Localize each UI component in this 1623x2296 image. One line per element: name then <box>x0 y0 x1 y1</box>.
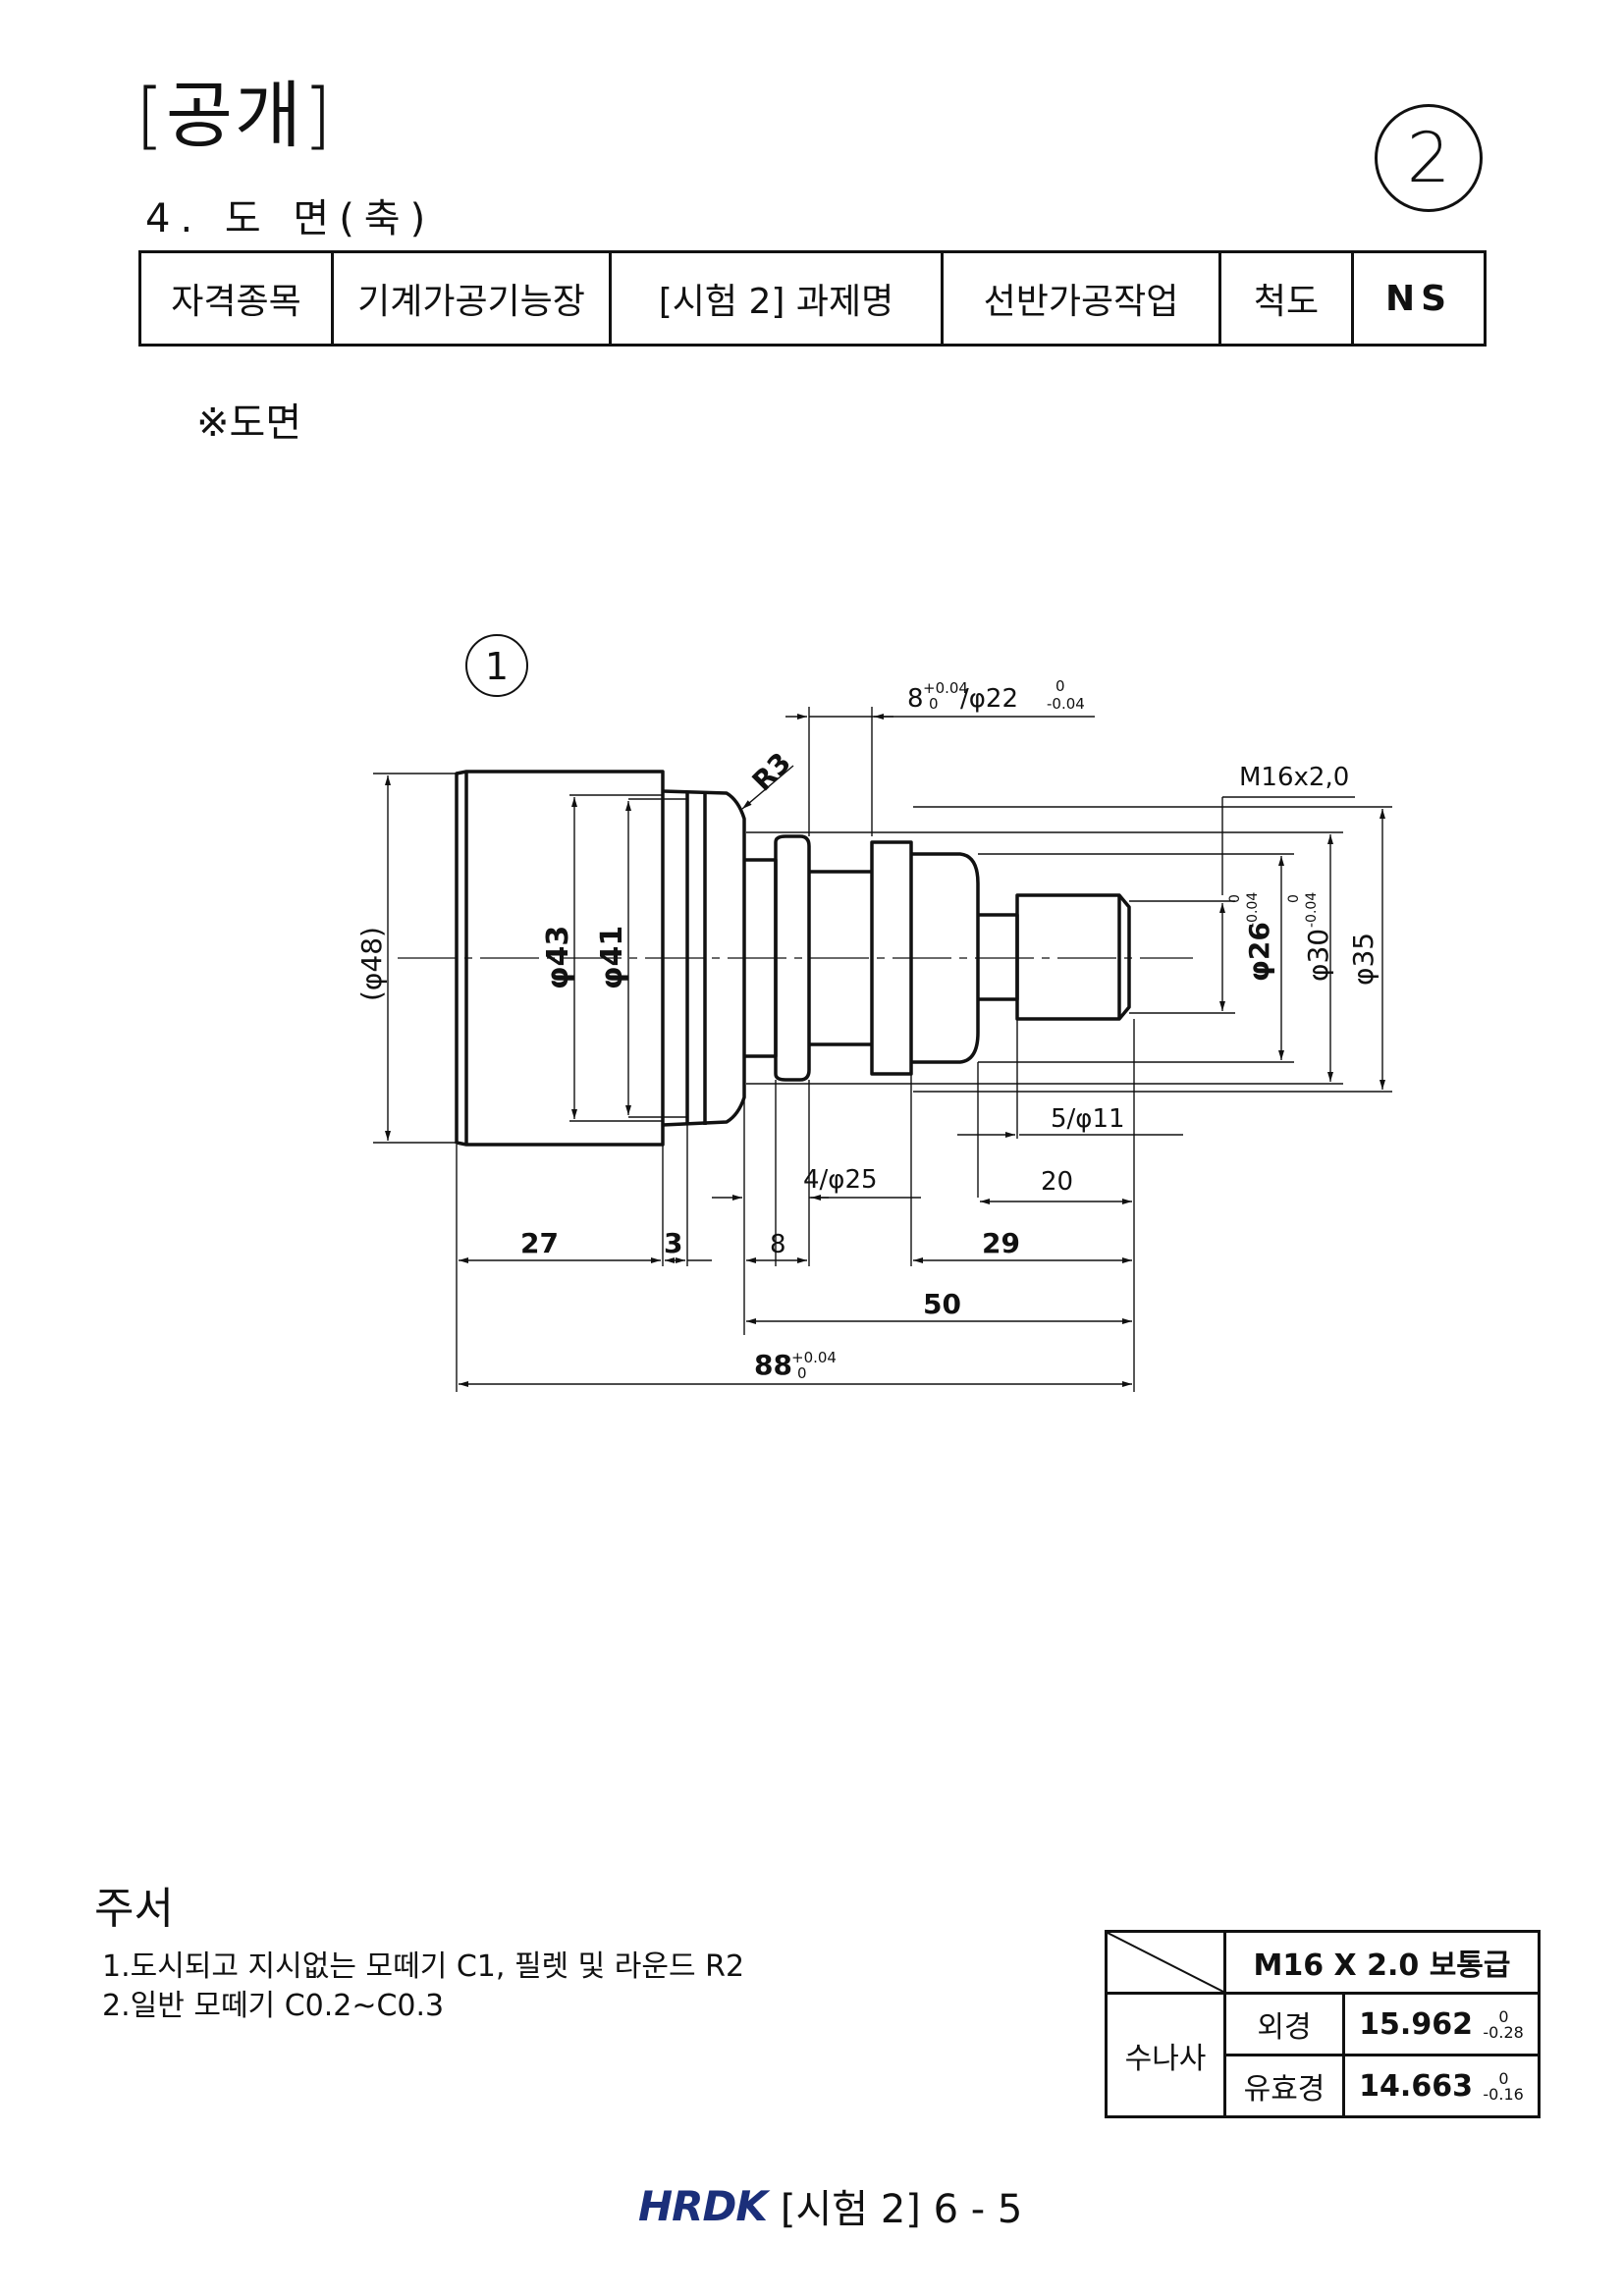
dim-l88-tol-lower: 0 <box>797 1364 807 1382</box>
info-table: 자격종목 기계가공기능장 [시험 2] 과제명 선반가공작업 척도 NS <box>138 250 1487 347</box>
note-item: 2.일반 모떼기 C0.2~C0.3 <box>102 1989 445 2023</box>
dim-l50: 50 <box>923 1288 961 1320</box>
info-cell-scale: NS <box>1351 250 1487 347</box>
dim-d30: φ30 <box>1302 929 1334 982</box>
drawing-note: ※도면 <box>196 400 302 446</box>
dim-d26: φ26 <box>1243 922 1275 982</box>
footer: HRDK [시험 2] 6 - 5 <box>638 2177 1022 2234</box>
dim-l27: 27 <box>520 1227 559 1259</box>
info-cell-qualification: 기계가공기능장 <box>331 250 612 347</box>
dim-g5-11: 5/φ11 <box>1051 1104 1125 1134</box>
page-number-label: 2 <box>1406 118 1451 198</box>
thread-row-label: 수나사 <box>1105 1992 1226 2118</box>
notes-title: 주서 <box>94 1884 174 1934</box>
thread-header-row: M16 X 2.0 보통급 <box>1105 1930 1541 1995</box>
dim-d43: φ43 <box>541 926 575 989</box>
hrdk-logo: HRDK <box>638 2181 768 2230</box>
dim-l3: 3 <box>664 1227 682 1259</box>
thread-row: 유효경 14.663 0 -0.16 <box>1107 2054 1541 2118</box>
dim-l29: 29 <box>982 1227 1020 1259</box>
dim-g4-25: 4/φ25 <box>803 1165 878 1195</box>
info-cell-task-label: [시험 2] 과제명 <box>609 250 944 347</box>
dim-d30-tol-lower: -0.04 <box>1304 892 1320 928</box>
tol-upper: 0 <box>1498 2007 1509 2026</box>
note-item: 1.도시되고 지시없는 모떼기 C1, 필렛 및 라운드 R2 <box>102 1949 745 1984</box>
part-number-balloon: 1 <box>465 634 528 697</box>
dim-l88: 88 <box>754 1349 792 1381</box>
section-subtitle: 4. 도 면(축) <box>145 196 436 241</box>
page-number-circle: 2 <box>1375 104 1483 212</box>
dim-groove-top-dia-tol-lower: -0.04 <box>1047 695 1085 713</box>
dim-groove-top: 8 <box>907 684 924 714</box>
dim-l88-tol-upper: +0.04 <box>791 1349 837 1366</box>
thread-outer-tolerance: 0 -0.28 <box>1483 2009 1523 2041</box>
thread-param-name: 외경 <box>1223 1992 1345 2056</box>
dim-d35: φ35 <box>1347 933 1380 986</box>
dim-l20: 20 <box>1041 1167 1073 1197</box>
thread-param-value: 15.962 0 -0.28 <box>1342 1992 1541 2056</box>
dim-groove-top-tol-lower: 0 <box>929 695 939 713</box>
info-row: 자격종목 기계가공기능장 [시험 2] 과제명 선반가공작업 척도 NS <box>138 250 1487 347</box>
dim-groove-top-dia-tol-upper: 0 <box>1055 677 1065 695</box>
dimension-lines <box>373 707 1392 1392</box>
tol-lower: -0.28 <box>1483 2023 1524 2042</box>
dim-d30-tol-upper: 0 <box>1286 894 1302 903</box>
tol-upper: 0 <box>1498 2069 1509 2088</box>
part-number-label: 1 <box>485 645 509 688</box>
thread-param-value: 14.663 0 -0.16 <box>1342 2054 1541 2118</box>
footer-page-label: [시험 2] 6 - 5 <box>780 2187 1023 2232</box>
thread-param-name: 유효경 <box>1223 2054 1345 2118</box>
thread-header: M16 X 2.0 보통급 <box>1223 1930 1541 1995</box>
thread-spec-table: M16 X 2.0 보통급 수나사 외경 15.962 0 -0.28 유효경 … <box>1105 1930 1541 2118</box>
thread-pitch-value: 14.663 <box>1359 2068 1473 2104</box>
diagonal-line <box>1108 1933 1223 1992</box>
info-cell-scale-label: 척도 <box>1218 250 1354 347</box>
page-title: [공개] <box>135 74 334 158</box>
info-cell-qualification-label: 자격종목 <box>138 250 334 347</box>
dim-d26-tol-lower: -0.04 <box>1245 892 1261 928</box>
tol-lower: -0.16 <box>1483 2085 1524 2104</box>
thread-pitch-tolerance: 0 -0.16 <box>1483 2071 1523 2103</box>
dimension-labels: 8 +0.04 0 /φ22 0 -0.04 R3 M16x2,0 (φ48) … <box>355 677 1380 1382</box>
thread-outer-value: 15.962 <box>1359 2006 1473 2042</box>
dim-l8: 8 <box>770 1230 786 1259</box>
dim-d41: φ41 <box>595 926 629 989</box>
dim-groove-top-tol-upper: +0.04 <box>923 679 968 697</box>
info-cell-task: 선반가공작업 <box>941 250 1221 347</box>
diagonal-cell <box>1105 1930 1226 1995</box>
dim-d48: (φ48) <box>355 927 388 1001</box>
dim-groove-top-dia: /φ22 <box>960 684 1018 714</box>
dim-thread: M16x2,0 <box>1239 763 1349 792</box>
thread-row: 수나사 외경 15.962 0 -0.28 <box>1105 1992 1541 2118</box>
dim-d26-tol-upper: 0 <box>1227 894 1243 903</box>
dim-radius: R3 <box>746 746 797 797</box>
